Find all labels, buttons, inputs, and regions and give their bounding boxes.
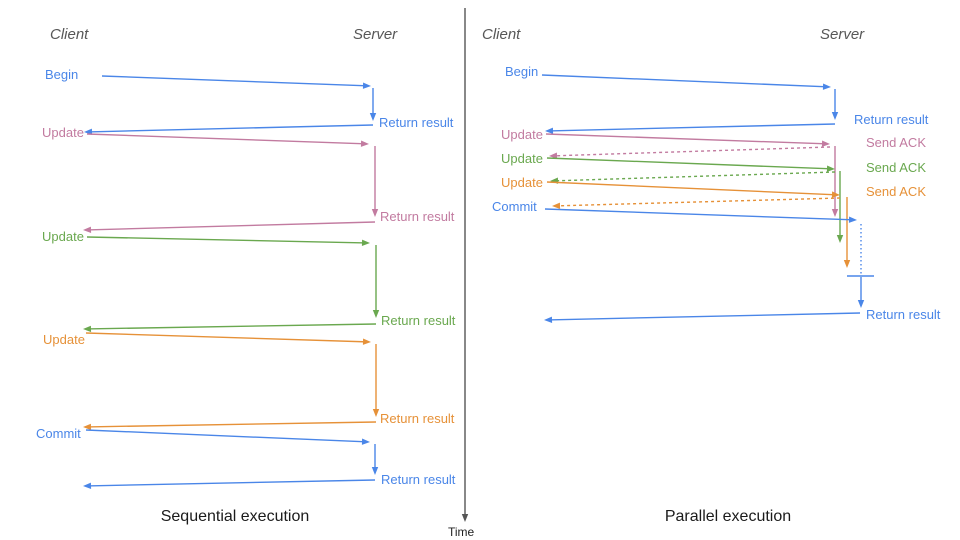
return-result-label-top: Return result: [854, 112, 929, 127]
update2-request-arrow: [86, 236, 367, 244]
time-axis-label: Time: [448, 525, 475, 539]
update1-processing-line-head: [371, 209, 379, 217]
begin-request-arrow: [541, 74, 828, 88]
update3-processing-line-head: [843, 260, 851, 268]
update1-request-arrow-head: [360, 140, 369, 147]
caption-parallel: Parallel execution: [665, 508, 791, 525]
commit-request-arrow-head: [361, 438, 370, 445]
update2-request-arrow-head: [826, 165, 835, 172]
update3-ack-arrow: [555, 197, 841, 207]
update3-request-arrow: [546, 181, 837, 196]
update1-ack-arrow-head: [549, 152, 558, 159]
commit-response-arrow-head: [544, 316, 553, 323]
commit-request-arrow: [544, 208, 854, 221]
commit-processing-line-head: [857, 300, 865, 308]
commit-request-arrow-head: [848, 216, 857, 223]
msg-label-commit: Commit: [492, 199, 537, 214]
begin-request-arrow-head: [362, 82, 371, 89]
begin-response-arrow: [87, 124, 374, 133]
begin-request-arrow: [101, 75, 368, 87]
return-result-label-bottom: Return result: [866, 307, 941, 322]
begin-response-arrow-head: [84, 128, 93, 135]
time-axis: Time: [448, 8, 475, 539]
update1-request-arrow: [86, 133, 366, 145]
update3-request-arrow: [85, 332, 368, 343]
time-axis-line-head: [461, 514, 469, 522]
server-header: Server: [820, 26, 865, 43]
update1-ack-arrow: [552, 146, 831, 157]
update1-processing-line-head: [831, 209, 839, 217]
return-result-label-2: Return result: [380, 209, 455, 224]
msg-label-update-1: Update: [501, 127, 543, 142]
begin-processing-line-head: [831, 112, 839, 120]
commit-response-arrow-head: [83, 482, 92, 489]
begin-response-arrow-head: [545, 127, 554, 134]
msg-label-update-2: Update: [501, 151, 543, 166]
return-result-label-3: Return result: [381, 313, 456, 328]
update3-response-arrow: [86, 421, 377, 428]
begin-request-arrow-head: [822, 83, 831, 90]
msg-label-update-1: Update: [42, 125, 84, 140]
update2-processing-line-head: [372, 310, 380, 318]
update2-ack-arrow: [553, 171, 836, 182]
update2-request-arrow-head: [361, 239, 370, 246]
update3-request-arrow-head: [362, 338, 371, 345]
client-header: Client: [50, 26, 89, 43]
send-ack-label-2: Send ACK: [866, 160, 926, 175]
update3-ack-arrow-head: [552, 202, 561, 209]
return-result-label-4: Return result: [380, 411, 455, 426]
update2-response-arrow-head: [83, 325, 92, 333]
msg-label-update-2: Update: [42, 229, 84, 244]
send-ack-label-1: Send ACK: [866, 135, 926, 150]
update1-request-arrow: [545, 133, 827, 145]
msg-label-update-3: Update: [43, 332, 85, 347]
commit-request-arrow: [85, 429, 367, 443]
update3-response-arrow-head: [83, 423, 92, 431]
client-header: Client: [482, 26, 521, 43]
begin-processing-line-head: [369, 113, 377, 121]
return-result-label-1: Return result: [379, 115, 454, 130]
update2-processing-line-head: [836, 235, 844, 243]
commit-processing-line-head: [371, 467, 379, 475]
update2-request-arrow: [546, 157, 832, 170]
update3-request-arrow-head: [831, 191, 840, 198]
caption-sequential: Sequential execution: [161, 508, 310, 525]
server-header: Server: [353, 26, 398, 43]
update2-response-arrow: [86, 323, 377, 330]
update1-response-arrow: [86, 221, 376, 231]
msg-label-begin: Begin: [45, 67, 78, 82]
msg-label-update-3: Update: [501, 175, 543, 190]
update3-processing-line-head: [372, 409, 380, 417]
commit-response-arrow: [547, 312, 861, 321]
update1-request-arrow-head: [821, 140, 830, 147]
msg-label-begin: Begin: [505, 64, 538, 79]
msg-label-commit: Commit: [36, 426, 81, 441]
update1-response-arrow-head: [83, 226, 92, 233]
commit-response-arrow: [86, 479, 376, 487]
return-result-label-5: Return result: [381, 472, 456, 487]
send-ack-label-3: Send ACK: [866, 184, 926, 199]
begin-response-arrow: [548, 123, 836, 132]
